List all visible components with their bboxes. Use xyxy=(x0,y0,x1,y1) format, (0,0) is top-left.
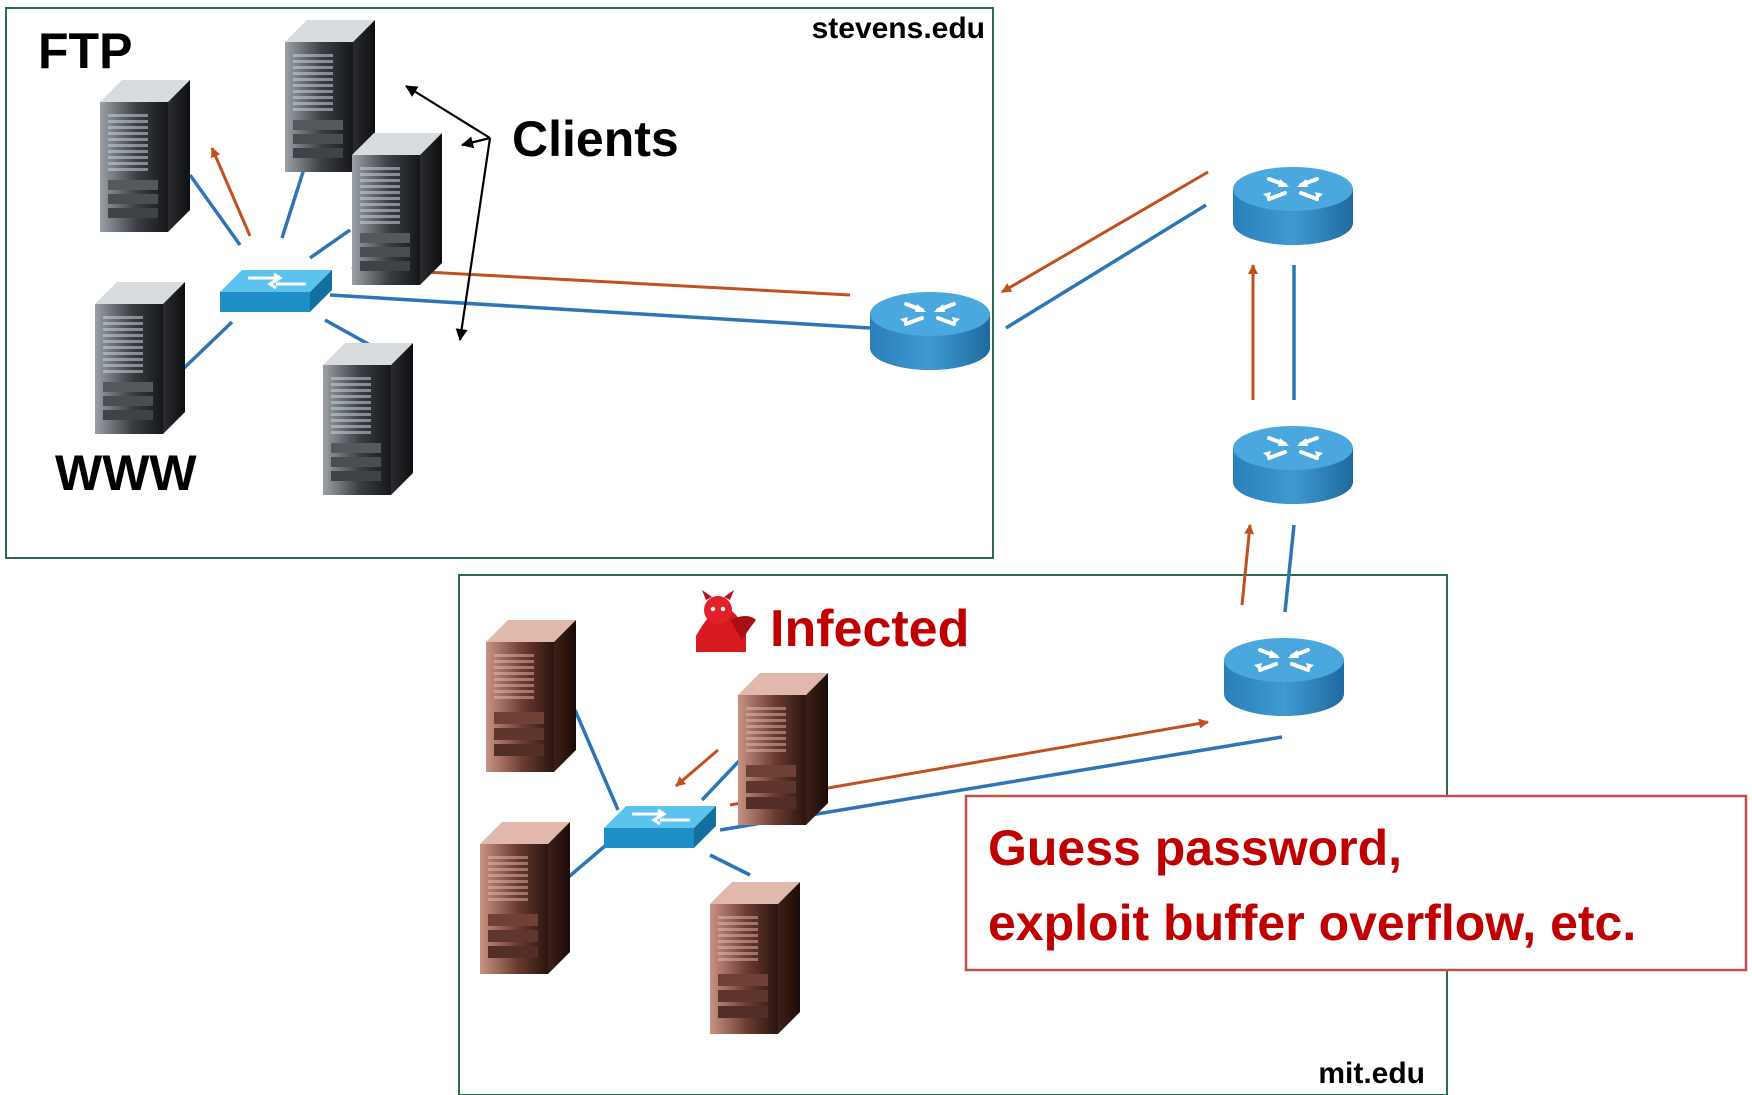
infected-server-icon xyxy=(486,620,576,772)
mit-gateway-router-icon xyxy=(1222,636,1346,718)
stevens-switch-icon xyxy=(218,268,334,314)
ftp-server-icon xyxy=(100,80,190,232)
infected-server-icon xyxy=(710,882,800,1034)
infected-server-icon xyxy=(738,673,828,825)
devil-icon xyxy=(696,590,756,652)
internet-router-icon xyxy=(1231,424,1355,506)
clients-pointer-arrows xyxy=(405,85,492,341)
stevens-network-box xyxy=(5,7,994,559)
callout-line-1: Guess password, xyxy=(988,820,1402,876)
www-label: WWW xyxy=(55,445,197,501)
ftp-label: FTP xyxy=(38,23,132,79)
mit-switch-icon xyxy=(602,804,718,850)
stevens-gateway-router-icon xyxy=(868,290,992,372)
callout-line-2: exploit buffer overflow, etc. xyxy=(988,895,1636,951)
www-server-icon xyxy=(95,282,185,434)
infected-server-icon xyxy=(480,822,570,974)
client-server-icon xyxy=(352,133,442,285)
stevens-domain-label: stevens.edu xyxy=(812,12,985,45)
attack-method-callout xyxy=(964,794,1748,972)
internet-router-icon xyxy=(1231,165,1355,247)
client-server-icon xyxy=(323,343,413,495)
mit-domain-label: mit.edu xyxy=(1318,1057,1425,1090)
attack-arrows xyxy=(210,147,1258,807)
infected-label: Infected xyxy=(770,600,969,658)
clients-label: Clients xyxy=(512,111,679,167)
